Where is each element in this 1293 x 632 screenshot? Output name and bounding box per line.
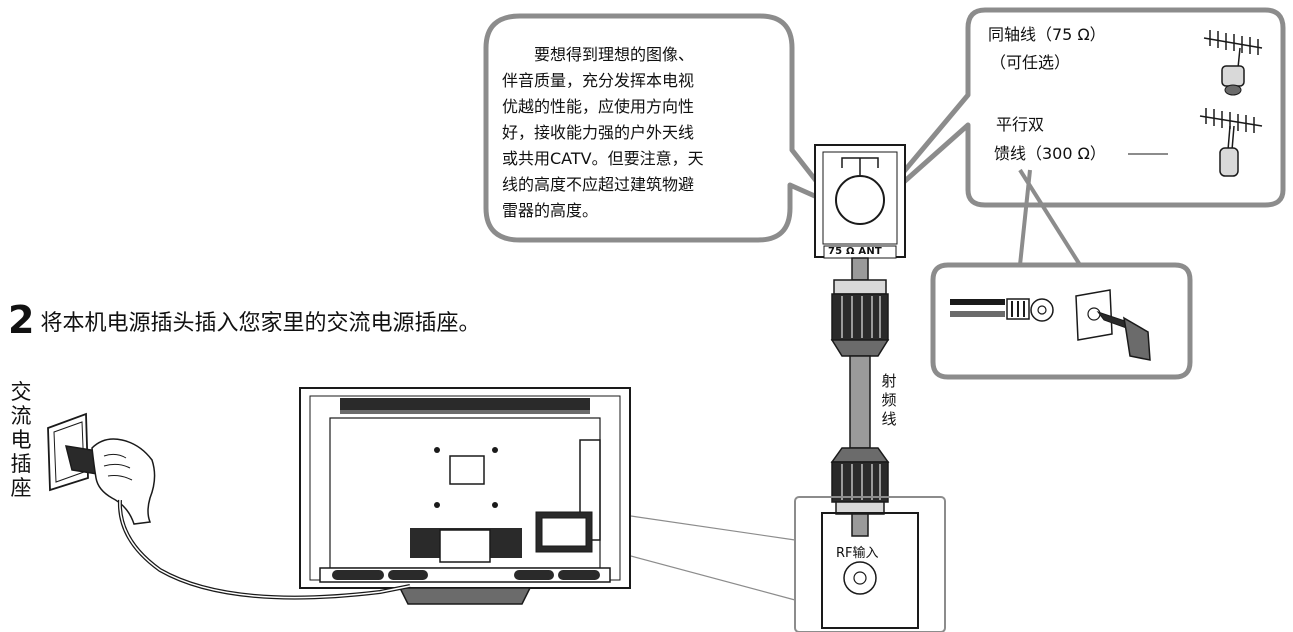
tv-top-vent bbox=[340, 398, 590, 410]
tv-stand-neck bbox=[439, 529, 491, 563]
coax-optional-label: （可任选） bbox=[990, 53, 1071, 72]
step-text: 将本机电源插头插入您家里的交流电源插座。 bbox=[40, 311, 481, 336]
vesa-screw bbox=[434, 447, 440, 453]
advice-line: 要想得到理想的图像、 bbox=[534, 45, 695, 64]
rf-inset-frame bbox=[794, 496, 946, 632]
coax-socket-icon bbox=[835, 175, 885, 225]
ant-port-label: 75 Ω ANT bbox=[828, 246, 882, 257]
tv-speaker-grille bbox=[332, 570, 384, 580]
advice-line: 雷器的高度。 bbox=[502, 201, 599, 220]
coax-label: 同轴线（75 Ω） bbox=[988, 25, 1106, 44]
hand-icon bbox=[91, 438, 156, 525]
advice-line: 伴音质量，充分发挥本电视 bbox=[502, 71, 695, 90]
vesa-screw bbox=[434, 502, 440, 508]
coax-plug-icon bbox=[830, 279, 890, 357]
rf-input-label: RF输入 bbox=[836, 546, 879, 561]
outlet-label: 交 流 电 插 座 bbox=[10, 380, 32, 500]
advice-line: 好，接收能力强的户外天线 bbox=[502, 123, 695, 142]
yagi-antenna-icon bbox=[1199, 108, 1263, 151]
antenna-options-box bbox=[867, 7, 1286, 215]
antenna-box-outline bbox=[867, 7, 1286, 215]
outlet-with-plug-icon bbox=[1075, 289, 1151, 361]
accessory-box-outline bbox=[930, 262, 1193, 380]
vesa-screw bbox=[492, 502, 498, 508]
advice-bubble bbox=[483, 13, 838, 243]
rf-cable-label-char: 射 bbox=[881, 372, 897, 390]
outlet-label-char: 电 bbox=[10, 428, 32, 452]
twin-lead-plug-icon bbox=[1219, 147, 1239, 177]
vesa-screw bbox=[492, 447, 498, 453]
twin-lead-wire-icon bbox=[950, 298, 1054, 322]
outlet-label-char: 座 bbox=[10, 476, 32, 500]
power-outlet-area bbox=[47, 412, 411, 600]
tv-stand-base bbox=[398, 587, 532, 605]
outlet-label-char: 插 bbox=[10, 452, 32, 476]
yagi-antenna-icon bbox=[1203, 30, 1263, 69]
cable-upper bbox=[851, 257, 869, 281]
outlet-label-char: 交 bbox=[10, 380, 32, 404]
tv-speaker-grille bbox=[514, 570, 554, 580]
rf-cable-label: 射 频 线 bbox=[880, 372, 898, 429]
accessory-box bbox=[930, 168, 1193, 380]
rf-cable bbox=[830, 257, 890, 537]
advice-line: 或共用CATV。但要注意，天 bbox=[502, 149, 704, 168]
rf-input-inset bbox=[589, 496, 946, 632]
twin-lead-impedance-label: 馈线（300 Ω） bbox=[994, 144, 1106, 163]
rf-cable-label-char: 线 bbox=[881, 410, 897, 428]
callout-line bbox=[1018, 169, 1032, 266]
cable-body bbox=[849, 355, 871, 449]
rf-cable-label-char: 频 bbox=[881, 391, 897, 409]
advice-text: 要想得到理想的图像、 伴音质量，充分发挥本电视 优越的性能，应使用方向性 好，接… bbox=[502, 42, 764, 224]
coax-balun-icon bbox=[1221, 65, 1245, 96]
tv-rear-view bbox=[299, 387, 631, 605]
tv-speaker-grille bbox=[558, 570, 600, 580]
antenna-wall-plate bbox=[814, 144, 906, 259]
advice-line: 优越的性能，应使用方向性 bbox=[502, 97, 695, 116]
tv-speaker-grille bbox=[388, 570, 428, 580]
rf-input-jack-icon bbox=[843, 561, 877, 595]
bubble-outline bbox=[483, 13, 838, 243]
tv-label-plate bbox=[449, 455, 485, 485]
coax-plug-icon bbox=[830, 447, 890, 537]
outlet-label-char: 流 bbox=[10, 404, 32, 428]
advice-line: 线的高度不应超过建筑物避 bbox=[502, 175, 695, 194]
twin-lead-label: 平行双 bbox=[996, 115, 1045, 134]
step-number: 2 bbox=[8, 298, 35, 342]
